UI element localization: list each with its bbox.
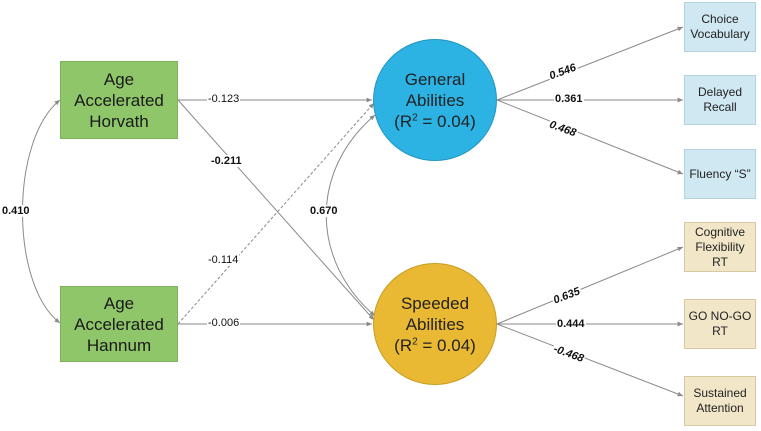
node-label: Flexibility (695, 239, 745, 254)
r-squared: (R2 = 0.04) (394, 335, 476, 355)
coef-speeded-to-gonogo: 0.444 (556, 318, 586, 330)
node-go-no-go-rt: GO NO-GO RT (684, 299, 756, 349)
coef-general-to-recall: 0.361 (554, 93, 584, 105)
node-label: Accelerated (74, 90, 164, 110)
node-age-accelerated-horvath: Age Accelerated Horvath (60, 61, 178, 139)
node-choice-vocabulary: Choice Vocabulary (684, 2, 756, 52)
edge-speeded-to-cogflex (496, 246, 684, 325)
node-age-accelerated-hannum: Age Accelerated Hannum (60, 286, 178, 362)
coef-horvath-to-general: -0.123 (207, 93, 241, 105)
node-cognitive-flexibility-rt: Cognitive Flexibility RT (684, 222, 756, 272)
node-label: Horvath (89, 111, 149, 131)
node-speeded-abilities: Speeded Abilities (R2 = 0.04) (373, 263, 497, 385)
node-label: Age (103, 293, 135, 313)
node-label: Fluency “S” (689, 166, 751, 181)
coef-horvath-to-speeded: -0.211 (210, 155, 243, 167)
node-label: Accelerated (74, 314, 164, 334)
coef-hannum-to-general: -0.114 (207, 254, 240, 266)
node-label: Age (103, 69, 135, 89)
node-label: Recall (703, 100, 737, 114)
node-label: Vocabulary (690, 27, 750, 41)
node-general-abilities: General Abilities (R2 = 0.04) (373, 39, 497, 161)
node-label: RT (712, 254, 728, 269)
edge-general-to-choice (496, 26, 684, 101)
node-label: Abilities (405, 314, 465, 334)
node-fluency-s: Fluency “S” (684, 149, 756, 199)
node-label: RT (712, 324, 728, 338)
coef-hannum-to-speeded: -0.006 (207, 317, 241, 329)
r-squared: (R2 = 0.04) (394, 111, 476, 131)
node-sustained-attention: Sustained Attention (684, 376, 756, 426)
node-label: Abilities (405, 90, 465, 110)
node-label: Sustained (693, 386, 747, 400)
node-label: Hannum (86, 335, 152, 355)
node-label: General (404, 69, 466, 89)
node-label: Choice (701, 12, 739, 26)
coef-latent-covariance: 0.670 (309, 205, 339, 217)
edge-speeded-to-sustained (496, 323, 684, 397)
edge-general-to-fluency (496, 99, 684, 175)
edge-hannum-to-general (177, 102, 375, 325)
edge-horvath-to-speeded (177, 99, 375, 321)
node-label: GO NO-GO (688, 309, 752, 323)
node-label: Cognitive (694, 224, 746, 239)
node-label: Delayed (697, 85, 743, 99)
coef-predictor-covariance: 0.410 (1, 205, 31, 217)
node-delayed-recall: Delayed Recall (684, 75, 756, 125)
node-label: Speeded (400, 293, 470, 313)
node-label: Attention (696, 401, 744, 415)
